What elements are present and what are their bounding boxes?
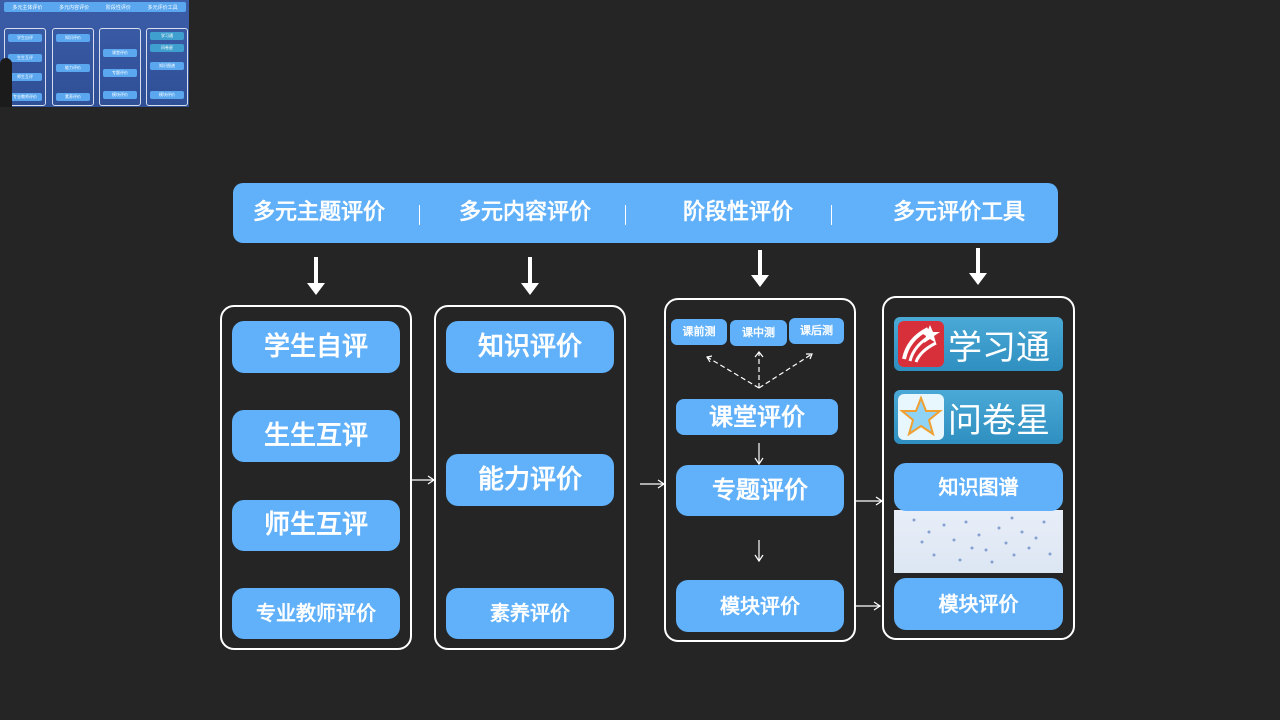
pill-professional-teacher: 专业教师评价 — [232, 588, 400, 639]
stage-down-arrow — [754, 540, 764, 563]
pill-knowledge: 知识评价 — [446, 321, 614, 373]
header-content-evaluation: 多元内容评价 — [459, 200, 592, 225]
test-fan-arrows — [706, 352, 813, 389]
pill-module-tool: 模块评价 — [894, 578, 1063, 630]
pill-literacy: 素养评价 — [446, 588, 614, 639]
thumbnail-pill: 能力评价 — [56, 64, 90, 72]
xuexitong-label: 学习通 — [948, 327, 1050, 368]
thumbnail-pill: 模块评价 — [150, 91, 184, 99]
thumbnail-pill: 学习通 — [150, 32, 184, 40]
thumbnail-header-bar: 多元主体评价 多元内容评价 阶段性评价 多元评价工具 — [4, 2, 186, 12]
thumbnail-pill: 课堂评价 — [103, 49, 137, 57]
column-stage — [664, 298, 856, 642]
header-divider — [419, 205, 420, 225]
wenjuanxing-label: 问卷星 — [948, 400, 1050, 441]
header-divider — [831, 205, 832, 225]
pill-module: 模块评价 — [676, 580, 844, 632]
thumbnail-pill: 学生自评 — [8, 34, 42, 42]
header-down-arrow — [751, 250, 769, 287]
header-evaluation-tools: 多元评价工具 — [893, 200, 1026, 225]
column-tools — [882, 296, 1075, 640]
pill-peer: 生生互评 — [232, 410, 400, 462]
column-link-arrow — [412, 475, 436, 485]
header-down-arrow — [521, 257, 539, 295]
column-link-arrow — [640, 479, 666, 489]
xuexitong-icon — [898, 321, 944, 367]
pill-student-self: 学生自评 — [232, 321, 400, 373]
pill-ability: 能力评价 — [446, 454, 614, 506]
wenjuanxing-icon — [898, 394, 944, 440]
thumbnail-pill: 素养评价 — [56, 93, 90, 101]
presenter-thumbnail: 多元主体评价 多元内容评价 阶段性评价 多元评价工具 学生自评 生生互评 师生互… — [0, 0, 189, 107]
thumbnail-pill: 知识图谱 — [150, 62, 184, 70]
stage-down-arrow — [754, 443, 764, 466]
xuexitong-logo: 学习通 — [894, 317, 1063, 371]
knowledge-graph-image — [894, 510, 1063, 573]
thumbnail-pill: 模块评价 — [103, 91, 137, 99]
thumbnail-pill: 师生互评 — [8, 73, 42, 81]
thumbnail-header: 多元主体评价 — [12, 4, 43, 11]
thumbnail-pill: 知识评价 — [56, 34, 90, 42]
thumbnail-pill: 专业教师评价 — [8, 93, 42, 101]
thumbnail-column: 学习通 问卷星 知识图谱 模块评价 — [146, 28, 188, 106]
header-subject-evaluation: 多元主题评价 — [253, 200, 386, 225]
pill-teacher-student: 师生互评 — [232, 500, 400, 551]
thumbnail-column: 知识评价 能力评价 素养评价 — [52, 28, 94, 106]
pill-post-class-test: 课后测 — [789, 318, 844, 344]
header-stage-evaluation: 阶段性评价 — [683, 200, 794, 225]
header-bar: 多元主题评价 多元内容评价 阶段性评价 多元评价工具 — [233, 183, 1058, 243]
header-down-arrow — [307, 257, 325, 295]
header-divider — [625, 205, 626, 225]
thumbnail-pill: 专题评价 — [103, 69, 137, 77]
pill-knowledge-graph: 知识图谱 — [894, 463, 1063, 511]
thumbnail-column: 课堂评价 专题评价 模块评价 — [99, 28, 141, 106]
header-down-arrow — [969, 248, 987, 285]
thumbnail-column: 学生自评 生生互评 师生互评 专业教师评价 — [4, 28, 46, 106]
wenjuanxing-logo: 问卷星 — [894, 390, 1063, 444]
column-content — [434, 305, 626, 650]
column-link-arrow — [856, 496, 884, 506]
thumbnail-pill: 生生互评 — [8, 54, 42, 62]
thumbnail-header: 多元内容评价 — [59, 4, 90, 11]
column-subject — [220, 305, 412, 650]
column-link-arrow — [856, 601, 882, 611]
thumbnail-header: 多元评价工具 — [147, 4, 178, 11]
thumbnail-pill: 问卷星 — [150, 44, 184, 52]
pill-in-class-test: 课中测 — [730, 320, 787, 346]
pill-classroom: 课堂评价 — [676, 399, 838, 435]
presenter-silhouette — [0, 58, 12, 107]
thumbnail-header: 阶段性评价 — [105, 4, 131, 11]
pill-pre-class-test: 课前测 — [671, 319, 727, 345]
knowledge-graph-dots — [912, 516, 1052, 564]
pill-topic: 专题评价 — [676, 465, 844, 516]
